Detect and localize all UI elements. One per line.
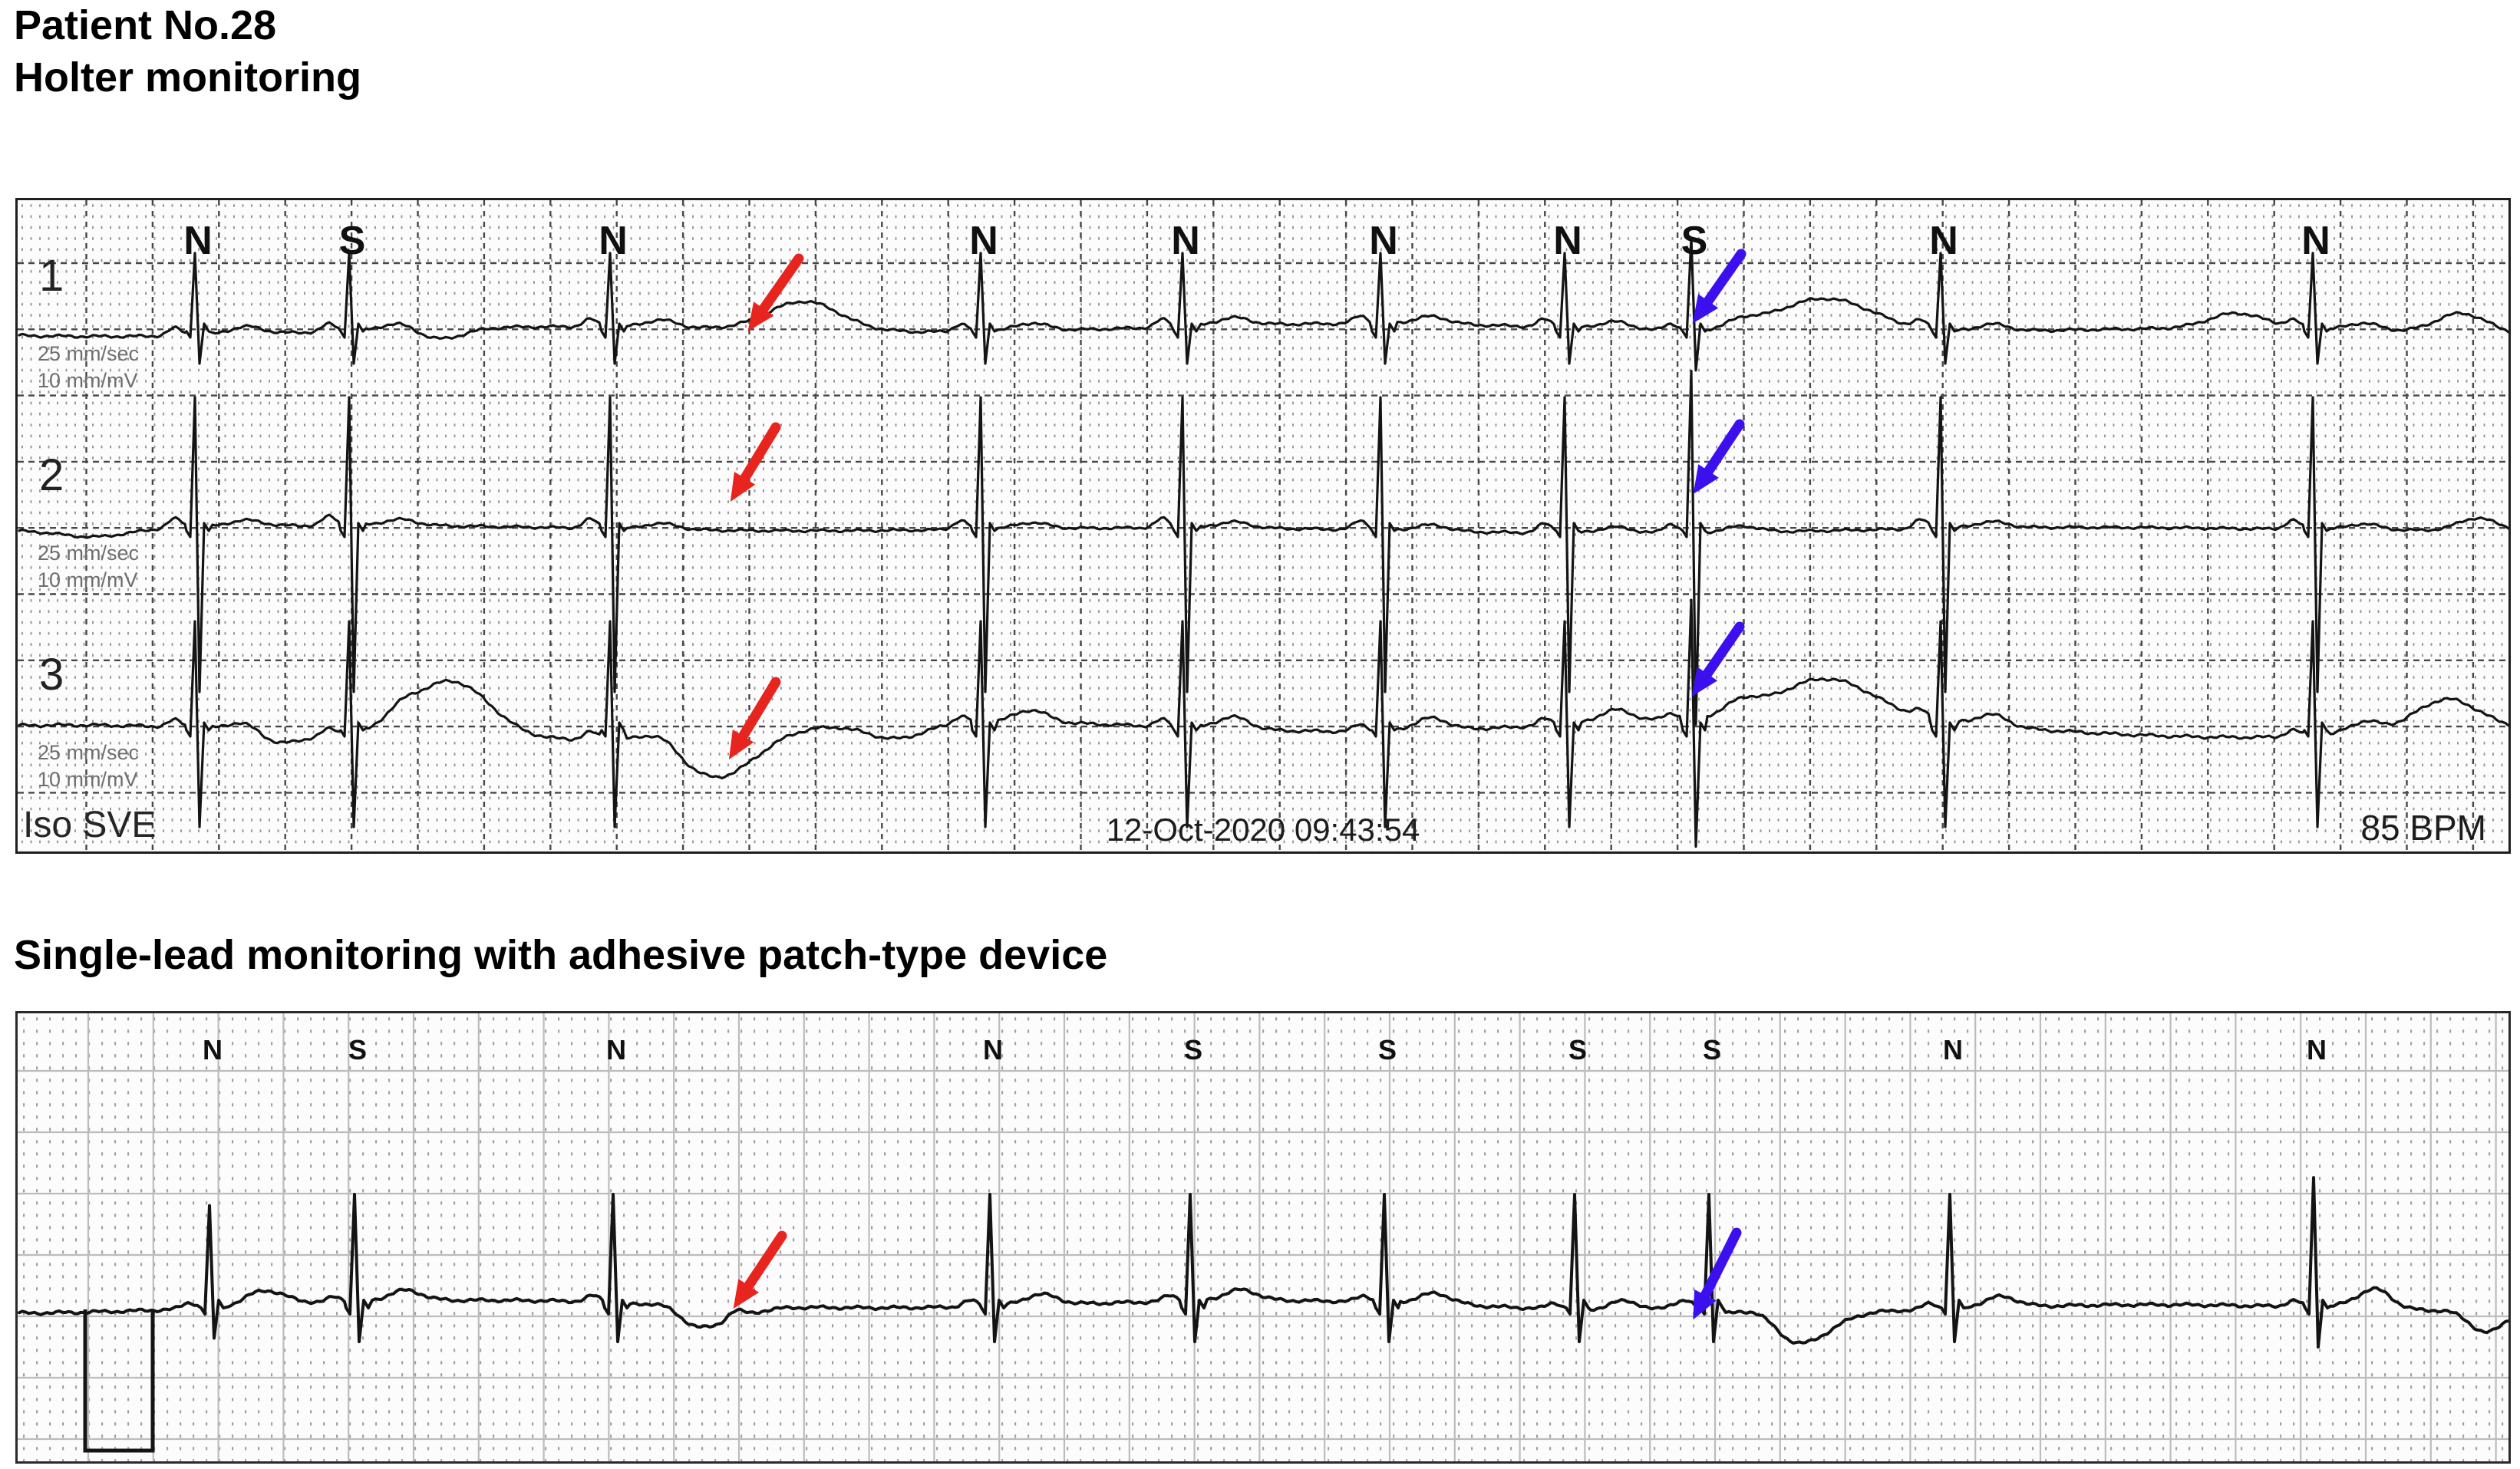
- red-arrow: [735, 677, 781, 745]
- holter-ecg-panel: N S N N N N N S N N 1 25 mm/sec 10 mm/mV 2 25 mm/…: [15, 198, 2511, 854]
- red-arrowhead: [747, 301, 774, 331]
- blue-arrowhead: [1693, 1289, 1717, 1320]
- beat-label-N: N: [606, 1034, 626, 1066]
- beat-label-N: N: [183, 219, 213, 263]
- holter-annotation-arrows: [728, 249, 1747, 760]
- channel-3-speed-label: 25 mm/sec: [38, 741, 140, 764]
- channel-3-number: 3: [39, 650, 64, 700]
- red-arrow: [737, 422, 781, 487]
- beat-label-S: S: [1681, 219, 1708, 263]
- beat-label-S: S: [1184, 1034, 1202, 1066]
- beat-label-S: S: [1568, 1034, 1587, 1066]
- beat-label-N: N: [599, 219, 628, 263]
- patch-section-heading: Single-lead monitoring with adhesive pat…: [14, 932, 1108, 978]
- beat-label-N: N: [2301, 219, 2330, 263]
- patch-grid-major-lines: [18, 1013, 2508, 1461]
- beat-label-N: N: [983, 1034, 1003, 1066]
- channel-2-speed-label: 25 mm/sec: [38, 542, 140, 565]
- rhythm-label: Iso SVE: [23, 805, 157, 845]
- channel-1-number: 1: [39, 251, 64, 301]
- patch-ecg-trace: [18, 1176, 2508, 1453]
- blue-arrowhead: [1692, 294, 1719, 324]
- channel-3-gain-label: 10 mm/mV: [38, 768, 138, 791]
- beat-label-N: N: [969, 219, 998, 263]
- channel-1-speed-label: 25 mm/sec: [38, 342, 140, 365]
- red-arrowhead: [733, 1279, 759, 1309]
- ecg-trace-channel-2: [18, 370, 2508, 726]
- ecg-trace-channel-1: [18, 236, 2508, 372]
- beat-label-N: N: [2307, 1034, 2327, 1066]
- beat-label-N: N: [1369, 219, 1398, 263]
- beat-label-N: N: [1929, 219, 1958, 263]
- beat-label-S: S: [348, 1034, 367, 1066]
- blue-arrow: [1700, 249, 1747, 310]
- red-arrow: [740, 1230, 787, 1295]
- page-title: Patient No.28: [14, 2, 277, 48]
- ecg-trace-channel-3: [18, 598, 2508, 848]
- blue-arrowhead: [1693, 464, 1719, 495]
- holter-section-heading: Holter monitoring: [14, 54, 361, 100]
- channel-2-gain-label: 10 mm/mV: [38, 568, 138, 591]
- channel-2-number: 2: [39, 450, 64, 500]
- red-arrow: [756, 253, 804, 318]
- heart-rate-value: 85 BPM: [2360, 808, 2486, 848]
- recording-timestamp: 12-Oct-2020 09:43:54: [1106, 812, 1420, 848]
- patch-grid-paper: [18, 1013, 2508, 1461]
- holter-ecg-traces: [18, 236, 2508, 848]
- red-arrowhead: [728, 730, 754, 760]
- blue-arrow: [1700, 621, 1745, 683]
- beat-label-N: N: [1553, 219, 1582, 263]
- beat-label-S: S: [1378, 1034, 1397, 1066]
- blue-arrow: [1700, 419, 1745, 480]
- beat-label-N: N: [203, 1034, 223, 1066]
- red-arrowhead: [730, 472, 756, 502]
- patch-annotation-arrows: [733, 1227, 1742, 1320]
- blue-arrow: [1698, 1227, 1742, 1305]
- beat-label-S: S: [339, 219, 366, 263]
- ecg-trace-single-lead: [18, 1176, 2508, 1349]
- beat-label-N: N: [1171, 219, 1200, 263]
- calibration-pulse: [83, 1309, 155, 1453]
- holter-grid-paper: [18, 200, 2508, 851]
- beat-label-S: S: [1703, 1034, 1721, 1066]
- beat-label-N: N: [1943, 1034, 1963, 1066]
- blue-arrowhead: [1691, 667, 1718, 697]
- channel-1-gain-label: 10 mm/mV: [38, 369, 138, 392]
